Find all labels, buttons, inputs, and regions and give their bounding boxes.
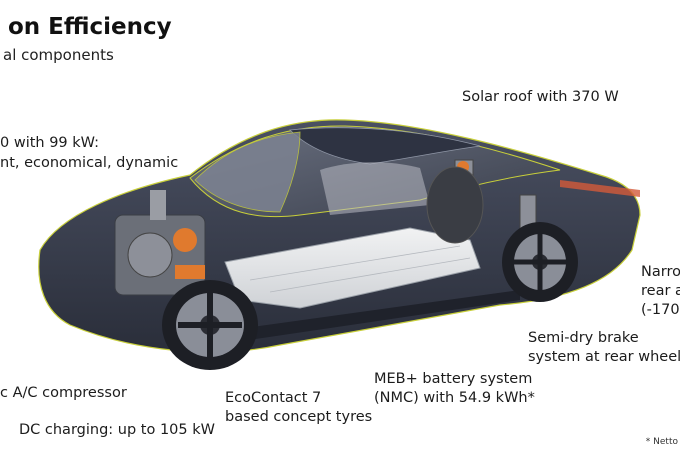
callout-solar-roof: Solar roof with 370 W — [462, 89, 619, 105]
callout-brake-line1: Semi-dry brake — [528, 330, 639, 346]
callout-dc-charging: DC charging: up to 105 kW — [19, 422, 215, 438]
windshield — [194, 131, 301, 213]
callout-tyres-line2: based concept tyres — [225, 409, 373, 425]
front-wheel — [162, 280, 258, 370]
page-subtitle: al components — [3, 46, 114, 64]
side-sill — [230, 290, 520, 342]
page-title: on Efficiency — [8, 14, 172, 40]
callout-narrow-line1: Narro — [641, 264, 680, 280]
rear-light-strip — [560, 180, 640, 197]
callout-tyres-line1: EcoContact 7 — [225, 390, 322, 406]
callout-brake-line2: system at rear wheels — [528, 349, 680, 365]
callout-motor-line2: nt, economical, dynamic — [0, 155, 179, 171]
solar-roof-panel — [289, 127, 481, 165]
callout-battery-line2: (NMC) with 54.9 kWh* — [374, 390, 535, 406]
callout-narrow-line3: (-170 — [641, 302, 680, 318]
callout-motor-line1: 0 with 99 kW: — [0, 135, 100, 151]
footnote: * Netto — [645, 437, 678, 447]
rear-wheel — [502, 222, 578, 302]
rear-inner-wheel — [426, 166, 484, 244]
callout-narrow-line2: rear a — [641, 283, 680, 299]
callout-battery-line1: MEB+ battery system — [374, 371, 533, 387]
front-drive-unit — [114, 190, 206, 296]
interior-seats — [320, 162, 430, 215]
callout-ac-compressor: c A/C compressor — [0, 385, 127, 401]
